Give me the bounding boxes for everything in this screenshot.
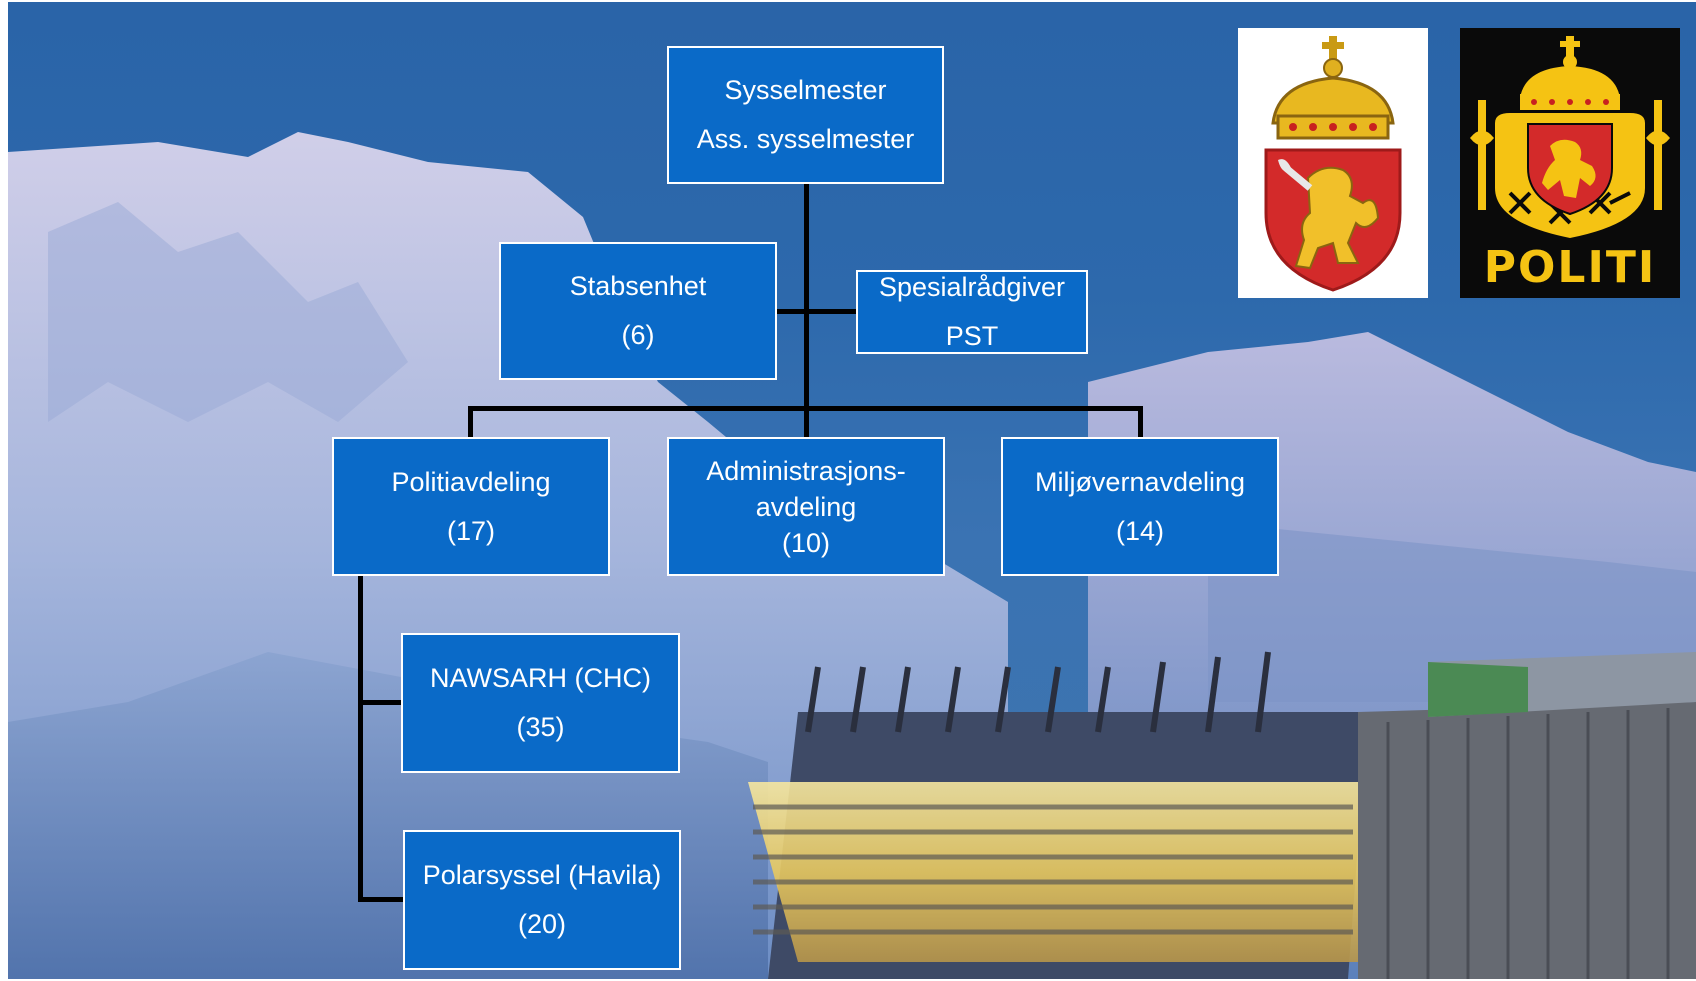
connector-to-polarsyssel bbox=[358, 897, 404, 902]
norway-coat-of-arms-icon bbox=[1264, 36, 1402, 292]
org-box-count: (20) bbox=[517, 909, 566, 939]
org-box-spesialradgiver: Spesialrådgiver PST bbox=[856, 270, 1088, 354]
org-box-count: (6) bbox=[621, 320, 655, 350]
org-box-count: (14) bbox=[1115, 515, 1164, 546]
connector-trunk bbox=[804, 184, 809, 409]
connector-side-branch bbox=[776, 309, 858, 314]
org-box-title: Sysselmester bbox=[724, 75, 887, 105]
org-box-title: Spesialrådgiver bbox=[878, 272, 1066, 302]
police-badge-icon bbox=[1470, 36, 1670, 238]
norway-coat-of-arms-logo bbox=[1238, 28, 1428, 298]
police-logo: POLITI bbox=[1460, 28, 1680, 298]
org-box-sysselmester: Sysselmester Ass. sysselmester bbox=[667, 46, 944, 184]
org-box-politiavdeling: Politiavdeling (17) bbox=[332, 437, 610, 576]
org-box-nawsarh: NAWSARH (CHC) (35) bbox=[401, 633, 680, 773]
org-box-subtitle: PST bbox=[945, 321, 999, 351]
connector-drop-environment bbox=[1138, 406, 1143, 438]
org-box-polarsyssel: Polarsyssel (Havila) (20) bbox=[403, 830, 681, 970]
org-box-title-cont: avdeling bbox=[755, 491, 857, 522]
org-box-title: Stabsenhet bbox=[569, 271, 707, 301]
connector-to-nawsarh bbox=[358, 700, 404, 705]
org-box-stabsenhet: Stabsenhet (6) bbox=[499, 242, 777, 380]
org-box-title: NAWSARH (CHC) bbox=[430, 663, 651, 693]
org-box-miljovernavdeling: Miljøvernavdeling (14) bbox=[1001, 437, 1279, 576]
org-box-subtitle: Ass. sysselmester bbox=[696, 124, 915, 154]
org-box-count: (17) bbox=[446, 515, 495, 546]
org-box-title: Administrasjons- bbox=[706, 455, 906, 486]
connector-drop-admin bbox=[804, 406, 809, 438]
connector-police-vertical bbox=[358, 574, 363, 902]
org-box-title: Polarsyssel (Havila) bbox=[422, 860, 662, 890]
org-box-title: Miljøvernavdeling bbox=[1034, 466, 1246, 497]
police-logo-text: POLITI bbox=[1483, 242, 1657, 293]
org-box-count: (10) bbox=[781, 527, 830, 558]
org-box-administrasjonsavdeling: Administrasjons- avdeling (10) bbox=[667, 437, 945, 576]
org-box-title: Politiavdeling bbox=[391, 466, 551, 497]
connector-drop-police bbox=[468, 406, 473, 438]
org-box-count: (35) bbox=[516, 712, 565, 742]
